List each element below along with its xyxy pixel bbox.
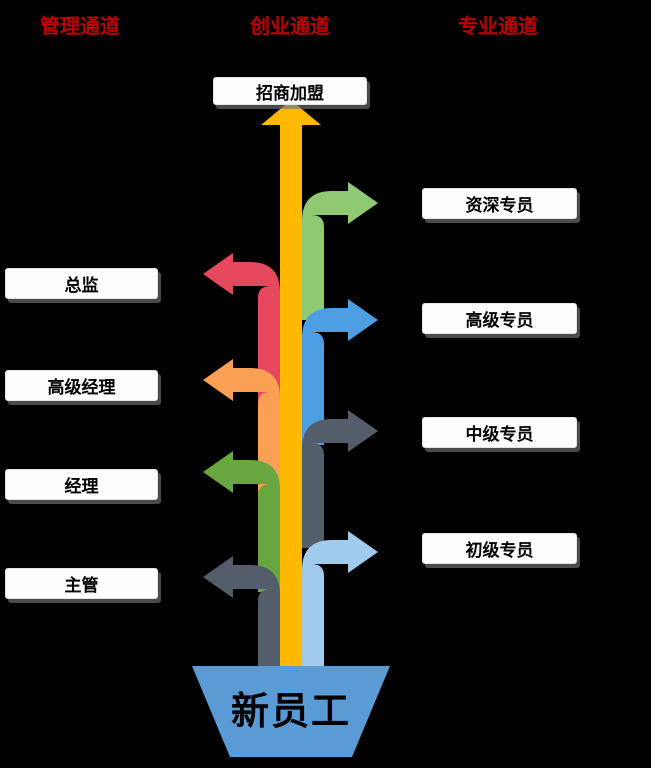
arrow-manager <box>203 451 280 592</box>
label-intermediate-specialist: 中级专员 <box>422 417 577 448</box>
label-senior-manager: 高级经理 <box>5 370 158 401</box>
label-senior-specialist: 资深专员 <box>422 188 577 219</box>
label-supervisor: 主管 <box>5 568 158 599</box>
arrow-senior-specialist <box>302 182 378 320</box>
label-manager: 经理 <box>5 469 158 500</box>
label-director: 总监 <box>5 268 158 299</box>
arrow-junior-specialist <box>302 531 378 700</box>
label-franchise: 招商加盟 <box>213 77 367 105</box>
arrow-intermediate-specialist <box>302 410 378 548</box>
center-up-arrow <box>261 100 321 700</box>
label-advanced-specialist: 高级专员 <box>422 303 577 334</box>
funnel-shape <box>192 666 390 757</box>
arrow-supervisor <box>203 556 280 700</box>
arrow-advanced-specialist <box>302 299 378 445</box>
funnel-label-new-employee: 新员工 <box>230 691 351 733</box>
header-entrepreneurship-channel: 创业通道 <box>250 16 330 38</box>
label-junior-specialist: 初级专员 <box>422 533 577 564</box>
header-management-channel: 管理通道 <box>40 16 120 38</box>
header-professional-channel: 专业通道 <box>458 16 538 38</box>
